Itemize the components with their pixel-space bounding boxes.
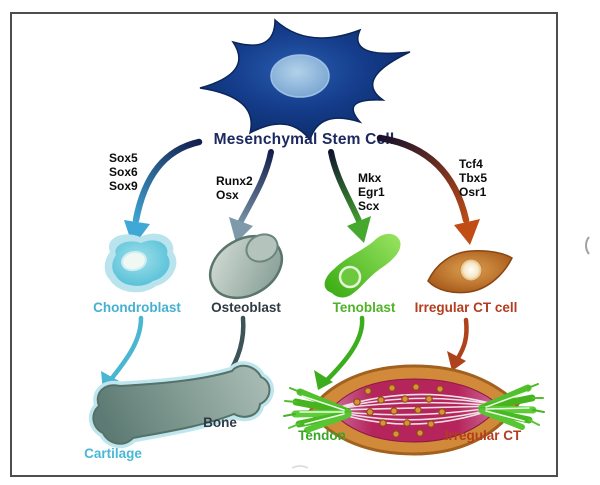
- arrowhead: [347, 216, 371, 243]
- gene-label: Tbx5: [459, 171, 487, 185]
- irregular-ct-cell-illustration: [427, 250, 513, 294]
- gene-label: Sox5: [109, 151, 138, 165]
- arrow-to-osteoblast: [229, 149, 274, 243]
- irregular-ct-illustration: [283, 364, 545, 456]
- chondroblast-illustration: [104, 233, 177, 293]
- arrow-to-irregular-ct-cell: [376, 134, 480, 245]
- gene-label: Mkx: [358, 171, 382, 185]
- bone-body: [92, 364, 271, 445]
- gene-label: Sox6: [109, 165, 138, 179]
- stem-cell-nucleus: [270, 54, 330, 98]
- tendon-right: [478, 383, 545, 430]
- osteoblast-vacuole: [245, 233, 279, 263]
- arrow-to-chondroblast: [124, 138, 203, 247]
- gene-label: Runx2: [216, 174, 253, 188]
- arrowhead: [454, 219, 480, 245]
- gene-label: Egr1: [358, 185, 385, 199]
- gene-label: Tcf4: [459, 157, 483, 171]
- tenogenic-gene-labels: Mkx Egr1 Scx: [358, 171, 385, 213]
- gene-label: Sox9: [109, 179, 138, 193]
- irregular-ct-label: Irregular CT: [445, 428, 522, 443]
- irregular-ct-cell-nucleus: [459, 258, 483, 282]
- irregular-ct-cell-label: Irregular CT cell: [415, 300, 518, 315]
- diagram-title: Mesenchymal Stem Cell: [214, 131, 395, 148]
- gene-label: Osr1: [459, 185, 487, 199]
- chondrogenic-gene-labels: Sox5 Sox6 Sox9: [109, 151, 138, 193]
- faint-artifact-mark: [291, 465, 309, 469]
- osteoblast-label: Osteoblast: [211, 300, 281, 315]
- bone-illustration: [88, 361, 274, 449]
- arrowhead: [229, 217, 253, 243]
- chondroblast-nucleus: [121, 250, 147, 272]
- osteoblast-illustration: [208, 233, 284, 300]
- arrowhead: [314, 370, 333, 390]
- arrow-to-tendon: [314, 315, 365, 390]
- mesenchymal-stem-cell-illustration: [199, 18, 411, 142]
- figure-border: [10, 12, 558, 477]
- tenoblast-nucleus: [338, 265, 362, 289]
- arrowhead: [124, 220, 150, 247]
- irregular-ct-gene-labels: Tcf4 Tbx5 Osr1: [459, 157, 487, 199]
- tenoblast-illustration: [324, 233, 401, 298]
- arrow-to-tenoblast: [328, 149, 371, 243]
- arrowhead: [447, 351, 466, 371]
- cartilage-label: Cartilage: [84, 446, 142, 461]
- tenoblast-label: Tenoblast: [333, 300, 396, 315]
- tendon-left: [283, 387, 352, 433]
- arrow-to-irregular-ct: [447, 317, 469, 371]
- bone-label: Bone: [203, 415, 237, 430]
- gene-label: Osx: [216, 188, 239, 202]
- chondroblast-label: Chondroblast: [93, 300, 181, 315]
- muscle-nuclei-dots: [353, 383, 446, 438]
- gene-label: Scx: [358, 199, 380, 213]
- edge-artifact-mark: [585, 236, 590, 255]
- tendon-label: Tendon: [298, 428, 346, 443]
- osteogenic-gene-labels: Runx2 Osx: [216, 174, 253, 202]
- arrow-to-cartilage: [101, 315, 144, 391]
